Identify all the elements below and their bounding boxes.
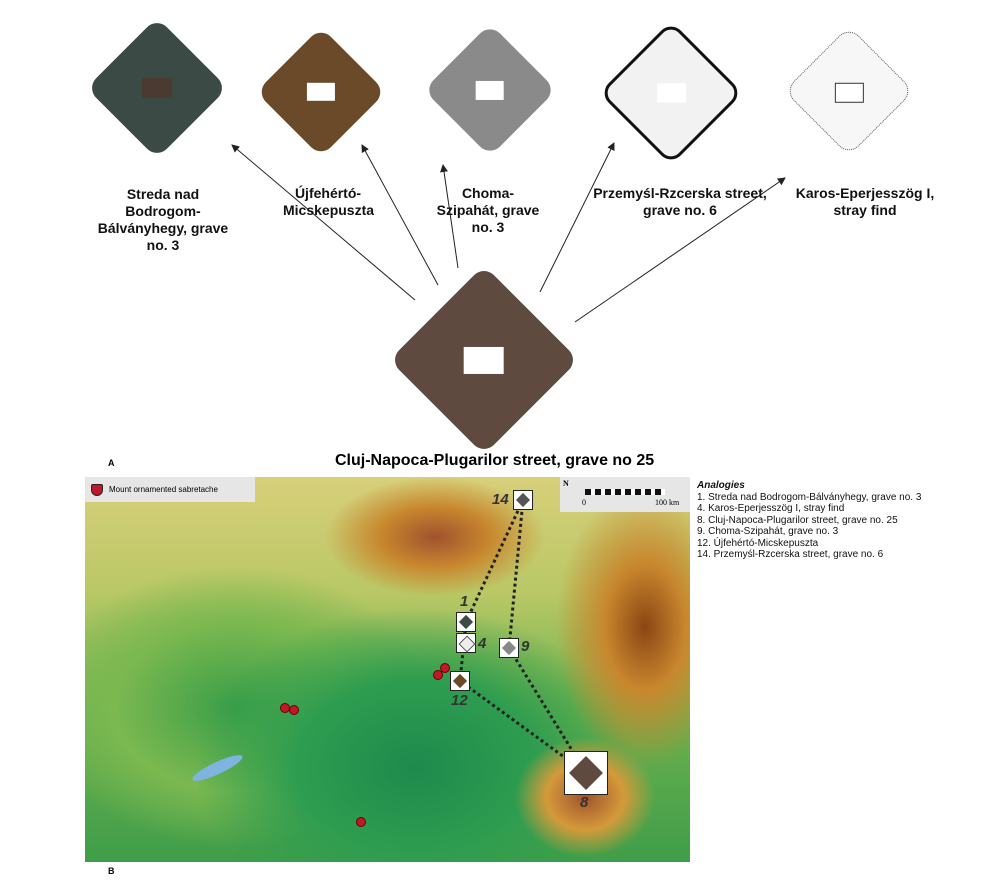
map-marker-14[interactable]	[513, 490, 533, 510]
connection-lines	[458, 499, 588, 775]
marker-number-9: 9	[521, 638, 530, 655]
map-legend: Mount ornamented sabretache	[85, 477, 255, 502]
scale-bar: N 0 100 km	[560, 477, 690, 512]
map-marker-4[interactable]	[456, 633, 476, 653]
analogy-item: 8. Cluj-Napoca-Plugarilor street, grave …	[697, 514, 898, 526]
sabretache-find	[356, 817, 366, 827]
artifact-label-2: Újfehértó-Micskepuszta	[283, 185, 375, 218]
map-marker-1[interactable]	[456, 612, 476, 632]
arrow-1	[231, 144, 416, 301]
central-label: Cluj-Napoca-Plugarilor street, grave no …	[335, 452, 655, 469]
artifact-label-3: Choma-Szipahát, grave no. 3	[436, 185, 540, 235]
marker-number-14: 14	[492, 491, 509, 508]
scale-start: 0	[582, 498, 586, 507]
analogies-title: Analogies	[697, 480, 745, 491]
analogies-list: Analogies 1. Streda nad Bodrogom-Bálvány…	[697, 480, 921, 561]
arrows	[231, 142, 786, 323]
map-marker-9[interactable]	[499, 638, 519, 658]
marker-number-8: 8	[580, 794, 589, 811]
panel-label-a: A	[108, 458, 115, 468]
sabretache-find	[440, 663, 450, 673]
relief-map: Mount ornamented sabretache N 0 100 km 1…	[85, 477, 690, 862]
artifact-label-4: Przemyśl-Rzcerska street, grave no. 6	[593, 185, 767, 218]
analogy-item: 14. Przemyśl-Rzcerska street, grave no. …	[697, 549, 884, 560]
analogy-item: 9. Choma-Szipahát, grave no. 3	[697, 526, 839, 537]
arrow-5	[574, 177, 786, 323]
sabretache-find	[289, 705, 299, 715]
arrow-4	[539, 142, 615, 293]
artifact-label-1: Streda nad Bodrogom-Bálványhegy, grave n…	[97, 186, 229, 253]
marker-number-1: 1	[460, 593, 469, 610]
arrow-3	[440, 164, 459, 269]
marker-number-12: 12	[451, 692, 468, 709]
map-marker-12[interactable]	[450, 671, 470, 691]
north-arrow-icon: N	[563, 479, 569, 488]
analogy-item: 12. Újfehértó-Micskepuszta	[697, 537, 819, 549]
analogy-item: 1. Streda nad Bodrogom-Bálványhegy, grav…	[697, 491, 922, 503]
panel-label-b: B	[108, 866, 115, 876]
marker-number-4: 4	[478, 635, 487, 652]
scale-end: 100 km	[655, 498, 680, 507]
map-marker-8[interactable]	[564, 751, 608, 795]
sabretache-find	[433, 670, 443, 680]
sabretache-marker-icon	[91, 483, 103, 496]
arrow-2	[361, 144, 439, 286]
analogy-item: 4. Karos-Eperjesszög I, stray find	[697, 503, 845, 514]
legend-text: Mount ornamented sabretache	[109, 485, 218, 494]
artifact-label-5: Karos-Eperjesszög I, stray find	[795, 185, 935, 218]
